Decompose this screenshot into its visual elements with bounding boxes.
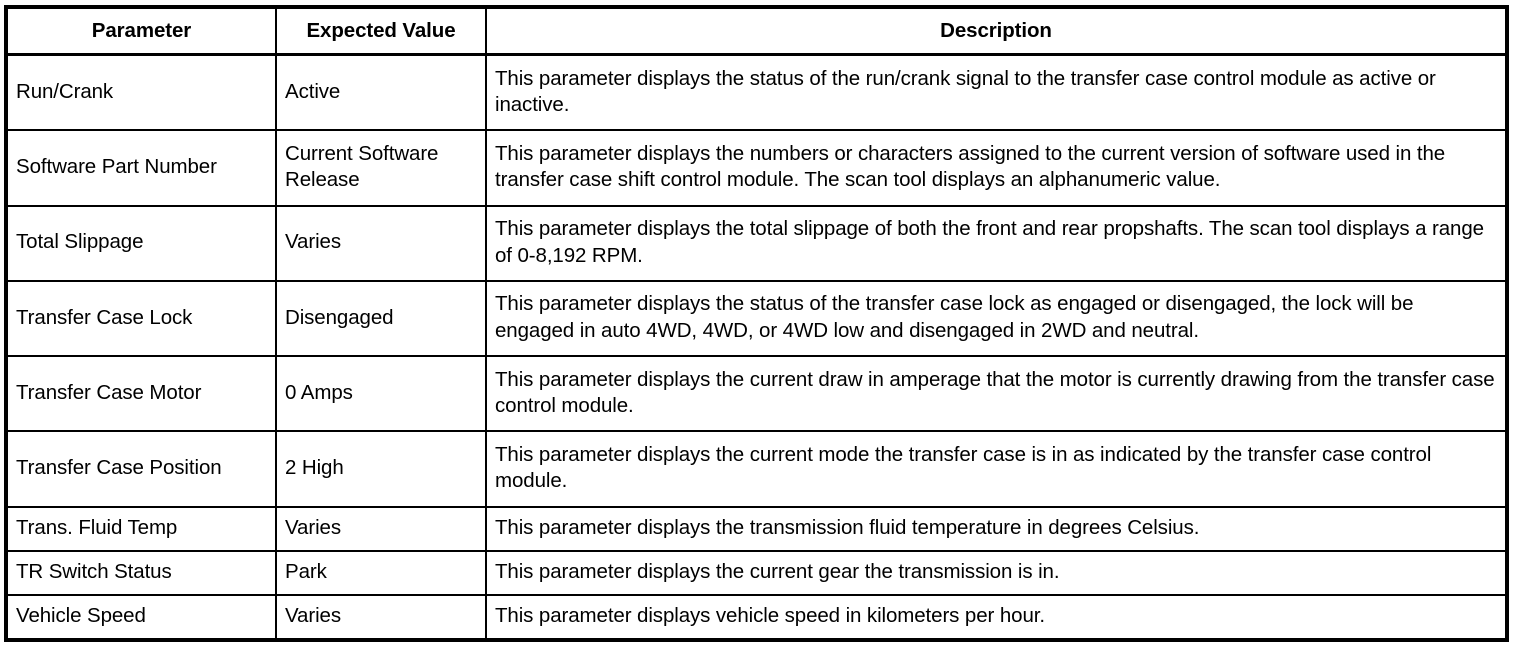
cell-parameter: Transfer Case Motor <box>5 355 277 433</box>
cell-parameter: Trans. Fluid Temp <box>5 505 277 552</box>
column-header-description: Description <box>485 6 1508 56</box>
cell-parameter: Transfer Case Position <box>5 430 277 508</box>
cell-parameter: TR Switch Status <box>5 549 277 596</box>
table-header: Parameter Expected Value Description <box>5 6 1508 56</box>
cell-description: This parameter displays the status of th… <box>485 53 1508 132</box>
cell-expected-value: Park <box>275 549 487 596</box>
cell-parameter: Software Part Number <box>5 129 277 207</box>
cell-parameter: Transfer Case Lock <box>5 279 277 358</box>
column-header-expected-value: Expected Value <box>275 6 487 56</box>
cell-description: This parameter displays the total slippa… <box>485 204 1508 282</box>
cell-expected-value: Varies <box>275 505 487 552</box>
parameter-table: Parameter Expected Value Description Run… <box>4 5 1509 642</box>
cell-parameter: Total Slippage <box>5 204 277 282</box>
cell-parameter: Run/Crank <box>5 53 277 132</box>
cell-expected-value: Varies <box>275 593 487 642</box>
table-header-row: Parameter Expected Value Description <box>5 6 1508 56</box>
column-header-parameter: Parameter <box>5 6 277 56</box>
cell-description: This parameter displays the transmission… <box>485 505 1508 552</box>
cell-expected-value: Active <box>275 53 487 132</box>
cell-description: This parameter displays the status of th… <box>485 279 1508 358</box>
cell-description: This parameter displays the current mode… <box>485 430 1508 508</box>
cell-expected-value: Disengaged <box>275 279 487 358</box>
cell-expected-value: 0 Amps <box>275 355 487 433</box>
cell-description: This parameter displays the numbers or c… <box>485 129 1508 207</box>
cell-description: This parameter displays the current draw… <box>485 355 1508 433</box>
cell-expected-value: 2 High <box>275 430 487 508</box>
cell-parameter: Vehicle Speed <box>5 593 277 642</box>
cell-expected-value: Current Software Release <box>275 129 487 207</box>
cell-description: This parameter displays the current gear… <box>485 549 1508 596</box>
cell-description: This parameter displays vehicle speed in… <box>485 593 1508 642</box>
parameter-table-container: Parameter Expected Value Description Run… <box>4 5 1509 642</box>
cell-expected-value: Varies <box>275 204 487 282</box>
